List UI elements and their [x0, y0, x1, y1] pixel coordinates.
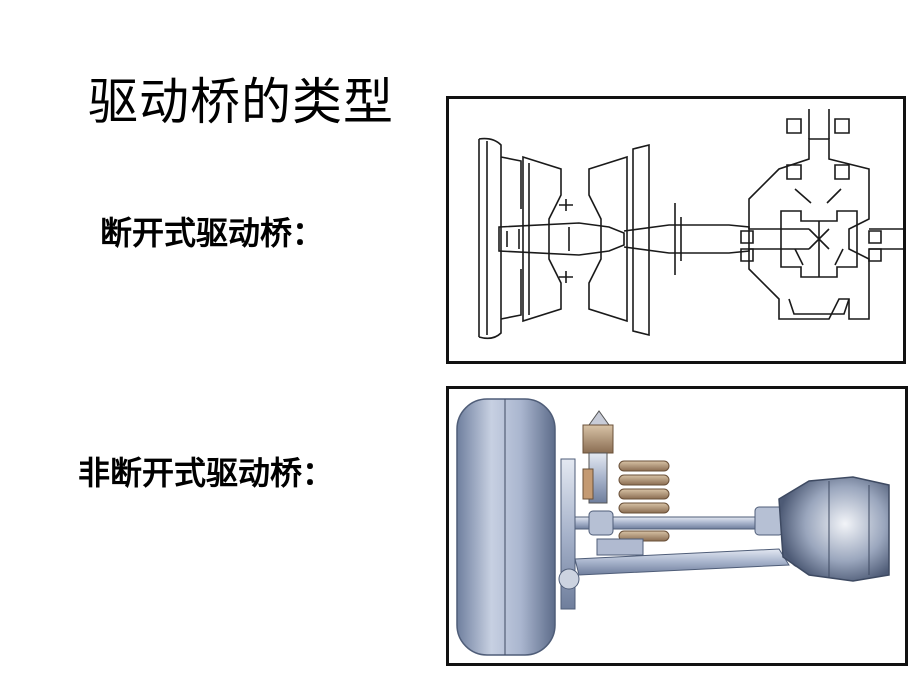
slide-title: 驱动桥的类型 — [88, 73, 394, 131]
axle-line-drawing-svg — [478, 109, 903, 340]
label-independent-axle: 断开式驱动桥： — [100, 214, 325, 252]
figure-axle-line-drawing — [446, 96, 906, 364]
label-non-independent-axle: 非断开式驱动桥： — [78, 454, 335, 492]
suspension-illustration-svg — [456, 398, 890, 656]
figure-suspension-illustration — [446, 386, 908, 666]
